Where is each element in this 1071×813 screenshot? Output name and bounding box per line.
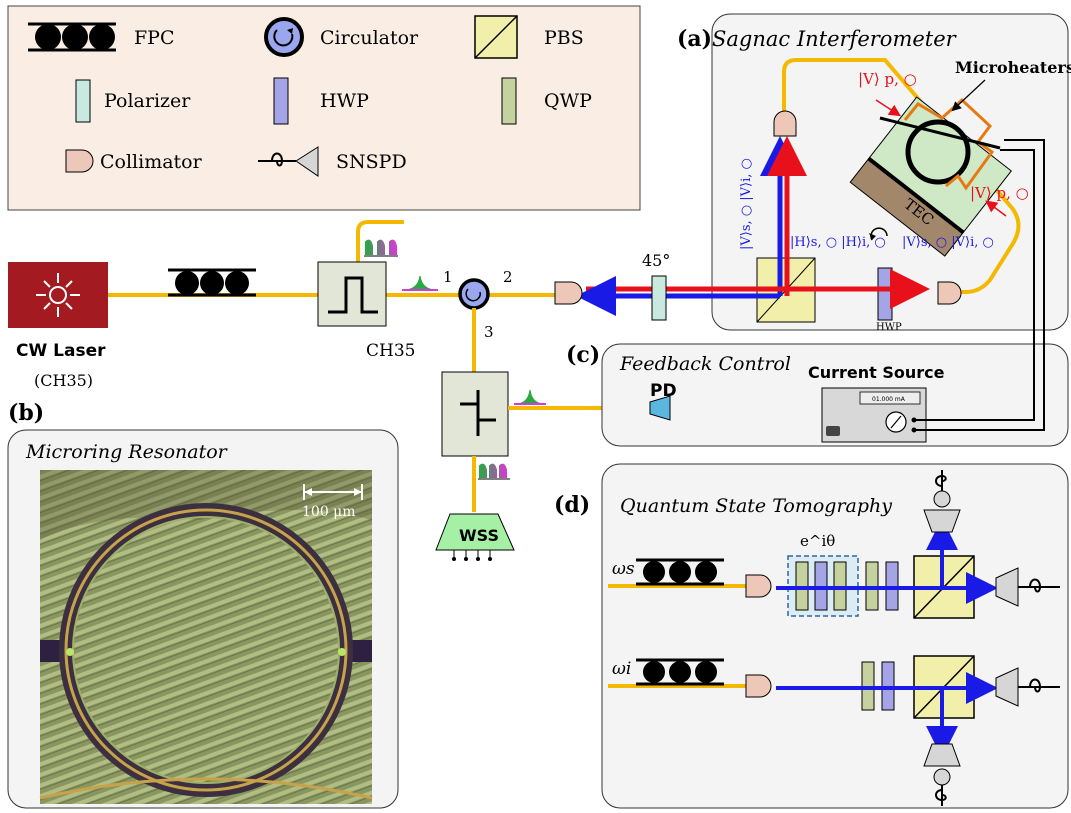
- panel-d-tag: (d): [554, 492, 590, 518]
- idler-snspd-right: [995, 667, 1060, 707]
- polarizer-angle-label: 45°: [642, 251, 670, 270]
- panel-d-title: Quantum State Tomography: [620, 495, 892, 517]
- fpc-legend-label: FPC: [134, 27, 175, 49]
- heater-wire-inner: [914, 149, 1035, 421]
- sagnac-bus-waveguide: [879, 116, 1001, 150]
- collimator-legend-label: Collimator: [100, 151, 203, 173]
- panel-a-title: Sagnac Interferometer: [712, 27, 958, 51]
- circulator-legend-icon: [264, 17, 304, 57]
- circulator-port-3: 3: [484, 323, 494, 341]
- snspd-legend-label: SNSPD: [336, 151, 407, 173]
- pump-arrow-top: [875, 99, 902, 117]
- v-state-label: |V⟩s, ○ |V⟩i, ○: [902, 235, 994, 250]
- phase-label: e^iθ: [800, 532, 835, 550]
- photodiode-icon: [649, 395, 671, 421]
- sagnac-hwp-label: HWP: [876, 322, 902, 333]
- wss-box: [435, 513, 515, 561]
- pbs-legend-icon: [474, 15, 518, 59]
- sagnac-right-collimator: [937, 281, 962, 305]
- sagnac-fiber-loop: [782, 58, 1021, 294]
- collimator-legend-icon: [65, 149, 94, 173]
- panel-c-tag: (c): [566, 342, 600, 368]
- hwp-legend-label: HWP: [320, 90, 369, 112]
- pump-label-right: |V⟩ p, ○: [970, 184, 1029, 202]
- scale-bar: [303, 484, 363, 500]
- fiber-filter-drop: [356, 220, 404, 262]
- microheaters-label: Microheaters: [955, 58, 1071, 77]
- qwp-legend-label: QWP: [544, 90, 592, 112]
- microring-micrograph: [39, 470, 373, 804]
- pump-arrow-right: [985, 200, 1007, 217]
- idler-snspd-bottom: [923, 743, 961, 806]
- spectrum-pass-icon: [402, 275, 438, 291]
- panel-b-title: Microring Resonator: [25, 441, 229, 463]
- polarizer-45: [651, 275, 667, 321]
- polarizer-legend-icon: [75, 79, 91, 123]
- hwp-legend-icon: [273, 77, 289, 125]
- idler-collimator: [745, 674, 772, 698]
- laser-label: CW Laser: [16, 341, 106, 361]
- ch35-filter-label: CH35: [366, 341, 415, 361]
- sagnac-hwp: [877, 267, 893, 321]
- ch35-filter: [317, 261, 387, 327]
- vertical-state-label: |V⟩s, ○ |V⟩i, ○: [739, 158, 754, 250]
- scale-bar-label: 100 μm: [302, 504, 356, 520]
- legend-box: FPC Circulator PBS Polarizer HWP QWP Col…: [7, 5, 641, 211]
- snspd-legend-icon: [258, 146, 319, 177]
- panel-b-tag: (b): [8, 400, 44, 426]
- idler-fpc: [636, 658, 724, 686]
- signal-snspd-right: [995, 567, 1060, 607]
- laser-sublabel: (CH35): [34, 371, 93, 390]
- microheater-trace: [903, 97, 995, 191]
- tomography-panel: [601, 463, 1069, 809]
- circulator-legend-label: Circulator: [320, 27, 419, 49]
- circulator-port-2: 2: [503, 268, 513, 286]
- second-filter: [441, 371, 509, 457]
- wss-label: WSS: [459, 526, 499, 545]
- spectrum-drop-icon: [364, 239, 398, 257]
- omega-i-label: ωi: [612, 659, 631, 679]
- circulator-port-1: 1: [443, 268, 453, 286]
- qwp-legend-icon: [501, 77, 517, 125]
- omega-s-label: ωs: [612, 559, 635, 579]
- source-fpc: [168, 268, 256, 297]
- spectrum-pd-icon: [514, 389, 546, 405]
- microheaters-pointer: [951, 79, 986, 112]
- pbs-legend-label: PBS: [544, 27, 584, 49]
- current-source-label: Current Source: [808, 363, 945, 382]
- signal-collimator: [745, 574, 772, 598]
- source-circulator: [458, 278, 490, 310]
- pump-label-top: |V⟩ p, ○: [858, 70, 917, 88]
- current-source-device: [821, 387, 927, 443]
- sagnac-top-collimator: [773, 110, 797, 137]
- polarizer-legend-label: Polarizer: [104, 90, 191, 112]
- fpc-legend-icon: [28, 22, 116, 52]
- h-state-label: |H⟩s, ○ |H⟩i, ○: [790, 235, 886, 250]
- spectrum-wss-icon: [478, 463, 510, 480]
- panel-c-title: Feedback Control: [619, 353, 791, 375]
- signal-fpc: [636, 558, 724, 586]
- cw-laser: [8, 262, 108, 328]
- signal-snspd-top: [923, 470, 961, 533]
- heater-wire-outer: [914, 139, 1045, 431]
- panel-a-tag: (a): [677, 26, 712, 52]
- current-display: 01.000 mA: [872, 396, 906, 403]
- main-collimator: [554, 281, 583, 305]
- rotation-arrowhead-icon: [869, 233, 876, 240]
